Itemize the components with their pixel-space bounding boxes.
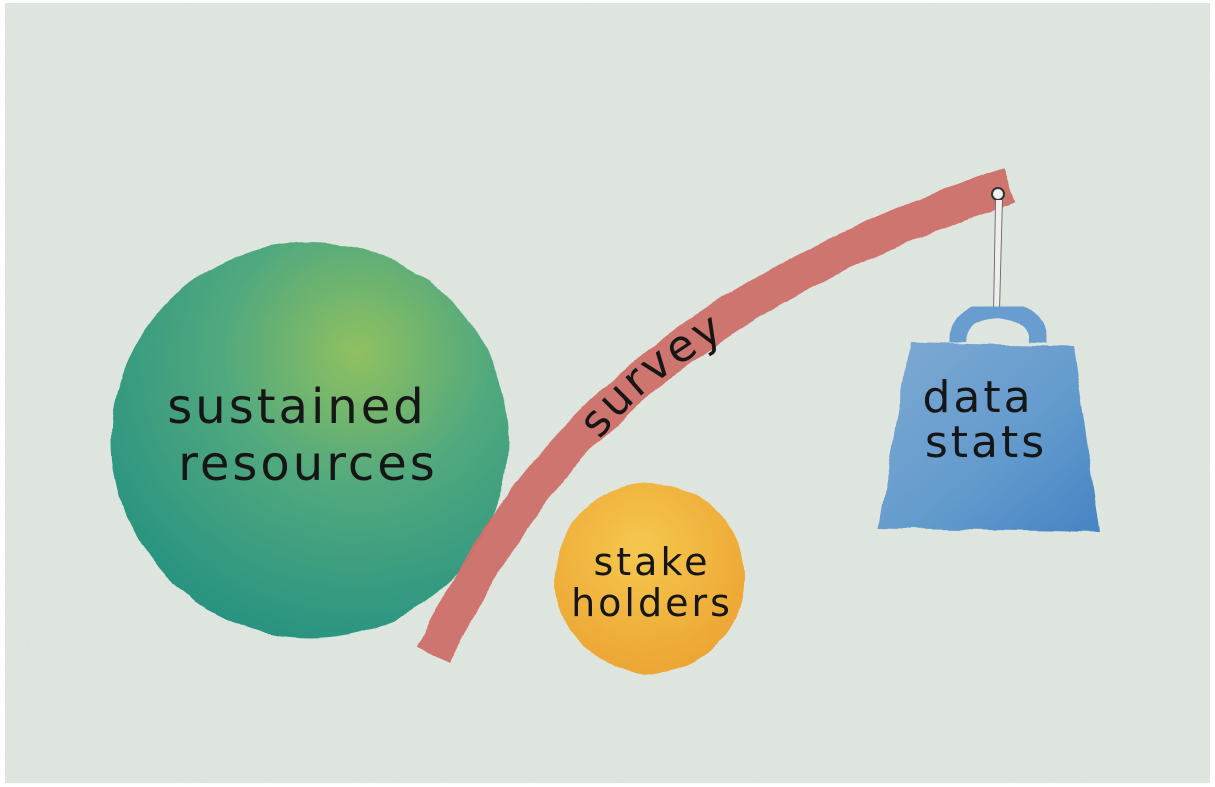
beam-hook-hole <box>991 187 1005 201</box>
resources-label: resources <box>178 436 438 492</box>
stakeholders-node: stake holders <box>555 483 745 673</box>
holders-label: holders <box>571 581 733 625</box>
sustained-label: sustained <box>167 379 426 435</box>
weight-string-fill <box>994 200 1002 312</box>
data-stats-weight: data stats <box>878 301 1100 532</box>
weight-body <box>878 342 1100 532</box>
stats-label: stats <box>925 417 1047 468</box>
beam-stroke <box>416 167 1016 664</box>
green-circle <box>112 242 508 638</box>
data-label: data <box>922 372 1033 423</box>
sustained-resources-node: sustained resources <box>112 242 508 638</box>
stake-label: stake <box>593 540 710 584</box>
orange-circle <box>555 483 745 673</box>
weight-handle <box>949 301 1047 343</box>
